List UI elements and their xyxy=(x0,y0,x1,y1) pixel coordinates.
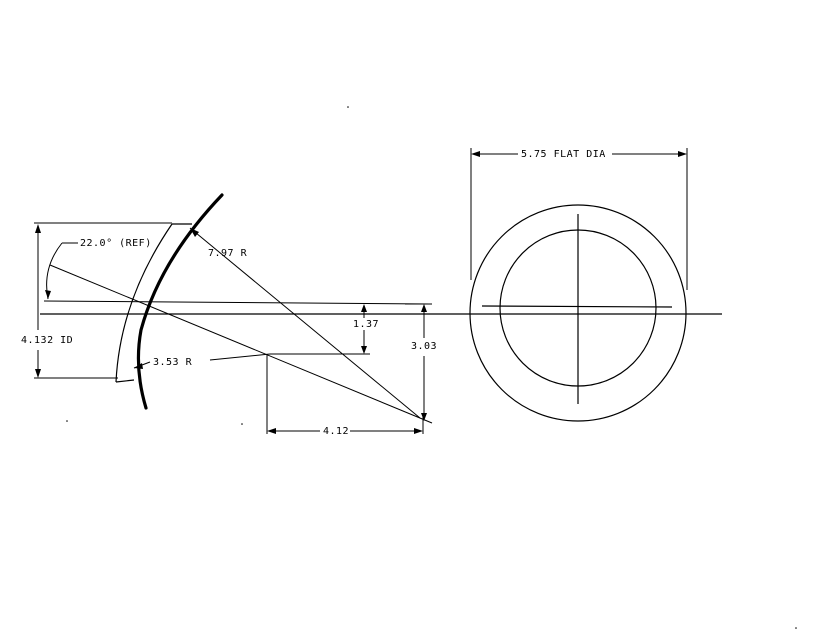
scan-speck xyxy=(66,420,68,422)
outer-shell-arc xyxy=(136,193,224,410)
horiz-arrow-right xyxy=(414,428,423,434)
scan-speck xyxy=(347,106,349,108)
angle-arc xyxy=(46,242,63,300)
inner-radius-label: 3.53 R xyxy=(153,357,193,368)
large-offset-arrow-bottom xyxy=(421,413,427,421)
inner-radius-line xyxy=(209,353,271,361)
inner-radius-arrow xyxy=(134,363,143,369)
outer-circle xyxy=(469,204,687,422)
inner-diameter-label: 4.132 ID xyxy=(21,335,73,346)
large-offset-label: 3.03 xyxy=(411,341,437,352)
shell-bottom-cap xyxy=(115,379,135,383)
large-offset-arrow-top xyxy=(421,304,427,312)
small-offset-arrow-top xyxy=(361,304,367,312)
angle-ref-sloped xyxy=(49,264,433,424)
flat-dia-arrow-left xyxy=(471,151,480,157)
id-arrow-top xyxy=(35,224,41,233)
front-horizontal-centerline xyxy=(481,305,673,308)
scan-speck xyxy=(241,423,243,425)
angle-arrow-head xyxy=(45,290,51,299)
angle-label: 22.0° (REF) xyxy=(80,238,152,249)
horizontal-offset-label: 4.12 xyxy=(323,426,349,437)
small-offset-arrow-bottom xyxy=(361,346,367,354)
flat-dia-arrow-right xyxy=(678,151,687,157)
outer-radius-line xyxy=(189,227,421,419)
angle-ref-horizontal xyxy=(43,300,431,305)
horiz-arrow-left xyxy=(267,428,276,434)
scan-speck xyxy=(795,627,797,629)
small-offset-label: 1.37 xyxy=(353,319,379,330)
outer-radius-label: 7.97 R xyxy=(208,248,248,259)
flat-diameter-label: 5.75 FLAT DIA xyxy=(521,149,606,160)
outer-radius-arrow xyxy=(190,228,199,237)
id-arrow-bottom xyxy=(35,369,41,378)
